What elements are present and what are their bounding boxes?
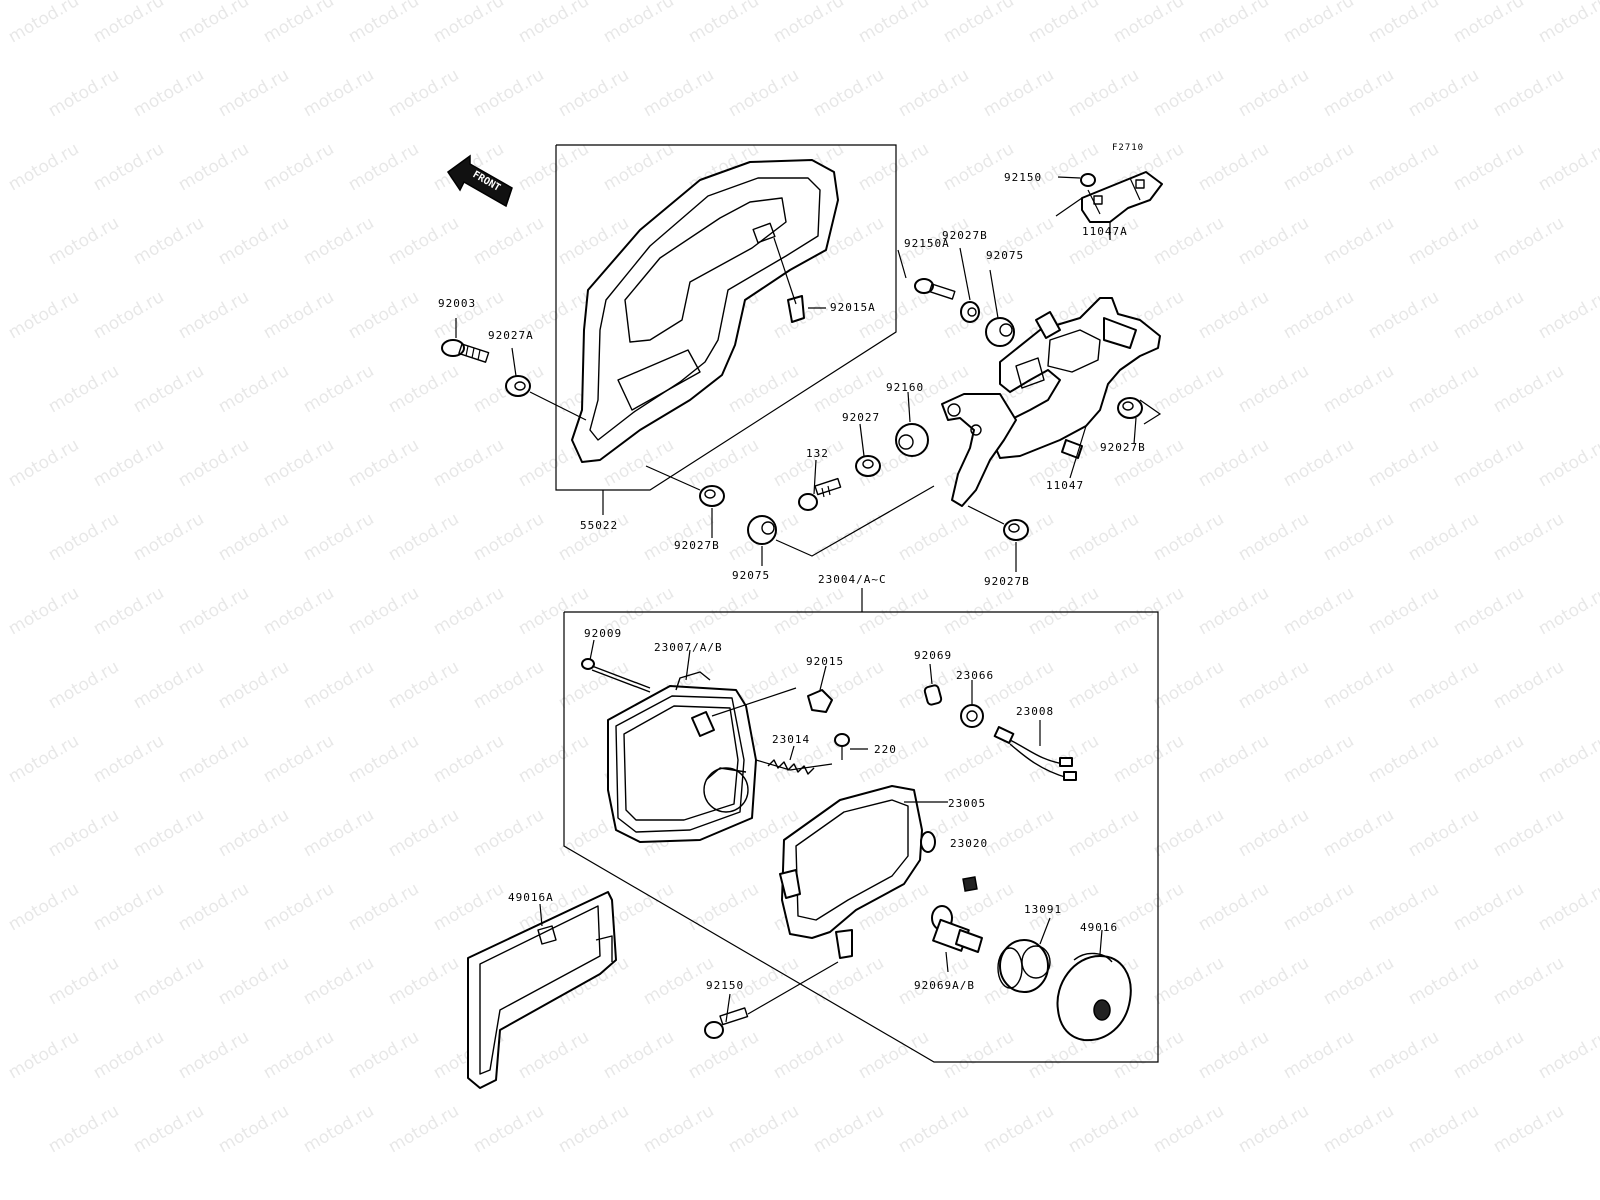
label-92027B-1: 92027B: [942, 229, 988, 242]
screw-92150A: [914, 278, 956, 300]
collar-92027: [855, 455, 881, 477]
label-92027B-2: 92027B: [1100, 441, 1146, 454]
bolt-132: [798, 477, 842, 511]
label-92075-2: 92075: [732, 569, 771, 582]
label-92069AB: 92069A/B: [914, 979, 975, 992]
socket-23066: [960, 704, 984, 728]
label-92027B-4: 92027B: [984, 575, 1030, 588]
label-23008: 23008: [1016, 705, 1055, 718]
clip-23020: [962, 876, 978, 892]
collar-92027B-left: [645, 465, 725, 507]
label-92150A: 92150A: [904, 237, 950, 250]
label-92009: 92009: [584, 627, 623, 640]
label-23005: 23005: [948, 797, 987, 810]
bracket-11047: [941, 297, 1161, 507]
sheet-code: F2710: [1112, 143, 1145, 153]
label-92027B-3: 92027B: [674, 539, 720, 552]
label-92027: 92027: [842, 411, 881, 424]
label-92069: 92069: [914, 649, 953, 662]
label-92015A: 92015A: [830, 301, 876, 314]
label-92015: 92015: [806, 655, 845, 668]
label-92150-top: 92150: [1004, 171, 1043, 184]
grommet-92160: [895, 423, 929, 457]
bracket-11047A: [1055, 171, 1163, 240]
label-23066: 23066: [956, 669, 995, 682]
label-92027A: 92027A: [488, 329, 534, 342]
label-11047: 11047: [1046, 479, 1085, 492]
label-92160: 92160: [886, 381, 925, 394]
harness-23008: [993, 726, 1077, 781]
label-49016A: 49016A: [508, 891, 554, 904]
panel-49016A: [467, 891, 617, 1089]
label-11047A: 11047A: [1082, 225, 1128, 238]
cap-13091: [997, 939, 1051, 993]
headlight-cover-55022: [571, 159, 839, 463]
screw-220: [834, 733, 868, 760]
cover-group-frame: [555, 144, 897, 515]
collar-92027B-bottom: [967, 505, 1029, 541]
label-49016: 49016: [1080, 921, 1119, 934]
bolt-92003: [441, 339, 490, 363]
headlight-unit-frame: [563, 588, 1159, 1063]
label-92150-bottom: 92150: [706, 979, 745, 992]
collar-92027A: [505, 375, 587, 421]
label-23004: 23004/A~C: [818, 573, 887, 586]
cover-49016: [1056, 952, 1132, 1042]
label-132: 132: [806, 447, 829, 460]
nut-92015: [807, 689, 833, 713]
collar-92027B-upper: [960, 301, 980, 323]
label-92075-1: 92075: [986, 249, 1025, 262]
label-92003: 92003: [438, 297, 477, 310]
screw-92150-bottom: [704, 961, 839, 1039]
headlight-body-23007: [607, 671, 833, 843]
screw-92150-top: [1057, 173, 1096, 187]
collar-92027B-right: [1117, 397, 1162, 425]
label-23007: 23007/A/B: [654, 641, 723, 654]
front-arrow-icon: FRONT: [446, 154, 513, 208]
grommet-92075-lower: [747, 485, 935, 557]
label-23014: 23014: [772, 733, 811, 746]
label-55022: 55022: [580, 519, 619, 532]
leader-lines: [455, 247, 1137, 1023]
label-13091: 13091: [1024, 903, 1063, 916]
label-23020: 23020: [950, 837, 989, 850]
spring-23014: [767, 759, 815, 775]
headlight-frame-23005: [779, 785, 948, 959]
label-220: 220: [874, 743, 897, 756]
bolt-92009: [581, 658, 651, 693]
bulb-92069: [923, 684, 943, 706]
bulb-92069AB: [931, 905, 983, 953]
grommet-92075-upper: [985, 317, 1015, 347]
